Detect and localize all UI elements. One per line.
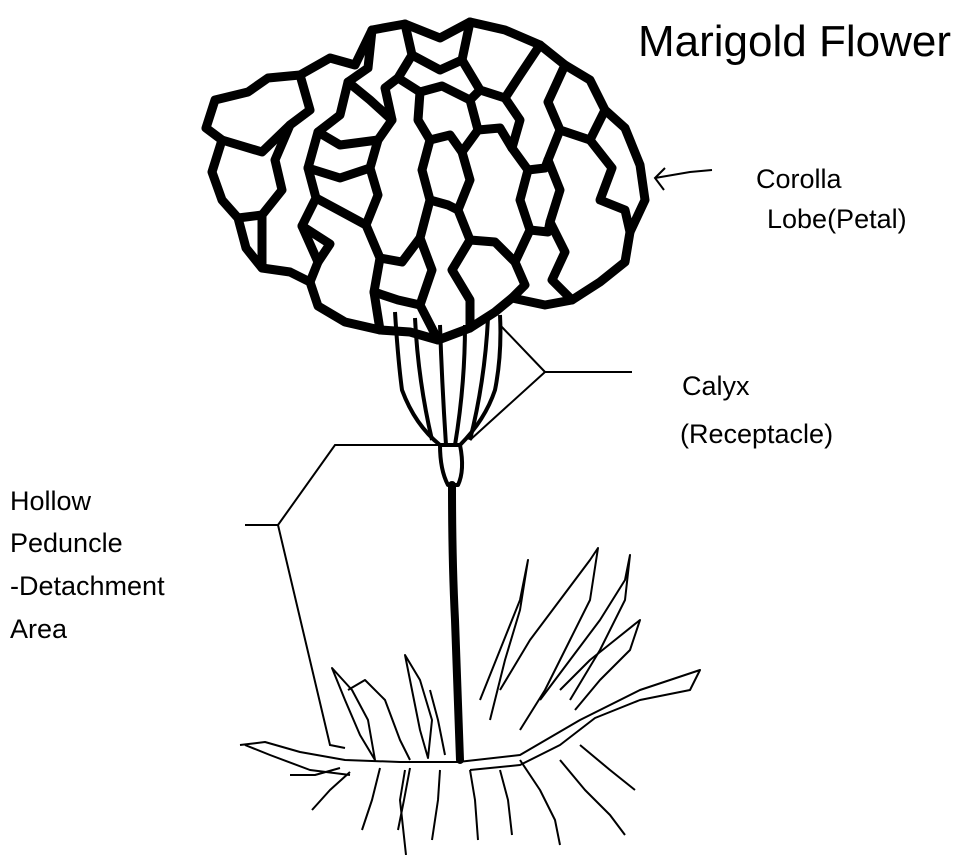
calyx-rib <box>440 325 446 445</box>
leaf <box>580 745 635 790</box>
leaf <box>500 770 512 835</box>
receptacle-base <box>440 445 462 485</box>
corolla-label-line2: Lobe(Petal) <box>767 203 907 235</box>
petal-line <box>380 238 420 262</box>
petal-line <box>262 75 310 268</box>
leaf <box>560 760 625 835</box>
petal-line <box>528 160 548 170</box>
leaf <box>470 770 478 840</box>
petal-line <box>548 130 572 300</box>
peduncle-label-line4: Area <box>10 613 67 645</box>
flower-head <box>206 22 645 340</box>
peduncle-leader-line <box>245 445 440 748</box>
petal-line <box>430 135 462 152</box>
petal-line <box>478 128 512 148</box>
leaf <box>432 770 440 840</box>
diagram-title: Marigold Flower <box>638 16 951 69</box>
corolla-arrowhead <box>655 168 665 190</box>
petal-line <box>530 222 550 232</box>
leaf <box>348 680 410 760</box>
calyx-rib <box>455 325 465 445</box>
petal-line <box>366 24 412 330</box>
peduncle-label-line3: -Detachment <box>10 570 165 602</box>
petal-line <box>505 98 530 298</box>
petal-line <box>470 240 515 262</box>
leaf <box>240 670 700 770</box>
leaf <box>400 770 406 855</box>
peduncle-label-line2: Peduncle <box>10 527 123 559</box>
leaves <box>240 548 700 855</box>
leaf <box>405 655 432 758</box>
petal-line <box>452 100 478 328</box>
petal-line <box>430 200 458 210</box>
petal-line <box>316 198 366 225</box>
petal-line <box>238 215 262 218</box>
corolla-leader-line <box>655 170 712 178</box>
leaf <box>362 768 380 830</box>
calyx-label-line2: (Receptacle) <box>680 418 833 450</box>
leaf <box>500 548 598 730</box>
leaf <box>312 772 350 810</box>
calyx-leader-line <box>470 325 632 440</box>
leaf <box>540 555 630 700</box>
petal-line <box>374 292 420 305</box>
stem <box>452 485 460 760</box>
calyx-label-line1: Calyx <box>682 370 750 402</box>
peduncle-label-line1: Hollow <box>10 485 91 517</box>
petal-line <box>318 132 378 145</box>
petal-line <box>308 168 370 178</box>
leaf <box>480 560 528 720</box>
petal-line <box>590 140 630 232</box>
leaf <box>520 760 560 845</box>
corolla-label-line1: Corolla <box>756 163 842 195</box>
